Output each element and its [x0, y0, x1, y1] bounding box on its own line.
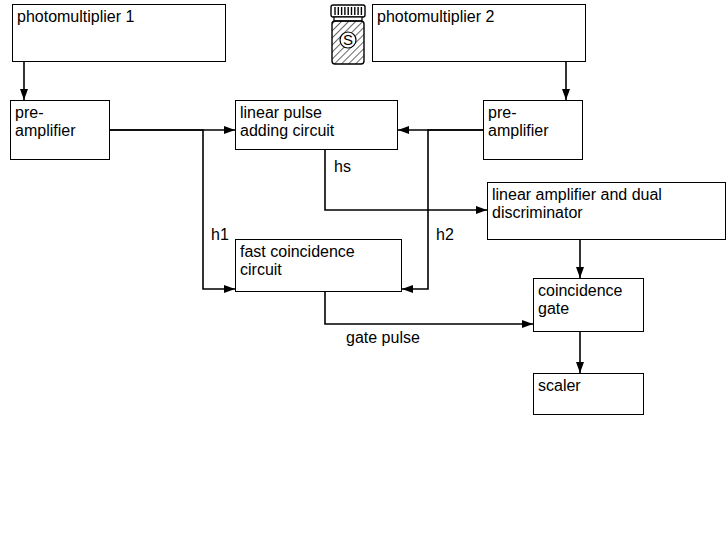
signal-connector — [110, 130, 235, 289]
photomultiplier-box: photomultiplier 1 — [12, 4, 226, 62]
signal-connector — [579, 332, 581, 373]
coincidence-circuit-box: fast coincidence circuit — [235, 239, 402, 292]
signal-connector — [579, 240, 581, 278]
signal-connector — [23, 62, 25, 100]
signal-name: h2 — [435, 226, 455, 244]
node-label: linear pulse adding circuit — [236, 101, 362, 143]
signal-name: h1 — [210, 226, 230, 244]
signal-name: gate pulse — [345, 329, 421, 347]
signal-name: hs — [333, 158, 352, 176]
node-label: fast coincidence circuit — [236, 240, 401, 282]
coincidence-gate-box: coincidence gate — [533, 278, 644, 332]
node-label: linear amplifier and dual discriminator — [488, 183, 671, 225]
node-label: coincidence gate — [534, 279, 643, 321]
amplifier-discriminator-box: linear amplifier and dual discriminator — [487, 182, 726, 240]
sample-vial: S — [330, 4, 366, 66]
signal-connector — [325, 150, 487, 210]
node-label: photomultiplier 2 — [373, 5, 585, 29]
photomultiplier-box: photomultiplier 2 — [372, 4, 586, 62]
preamplifier-box: pre-amplifier — [10, 100, 110, 160]
node-label: photomultiplier 1 — [13, 5, 225, 29]
adding-circuit-box: linear pulse adding circuit — [235, 100, 398, 150]
signal-connector — [565, 62, 567, 100]
node-label: pre-amplifier — [11, 101, 103, 143]
node-label: scaler — [534, 374, 643, 398]
scaler-box: scaler — [533, 373, 644, 415]
preamplifier-box: pre-amplifier — [483, 100, 583, 160]
node-label: S — [330, 32, 366, 48]
node-label: pre-amplifier — [484, 101, 576, 143]
signal-connector — [325, 292, 533, 324]
